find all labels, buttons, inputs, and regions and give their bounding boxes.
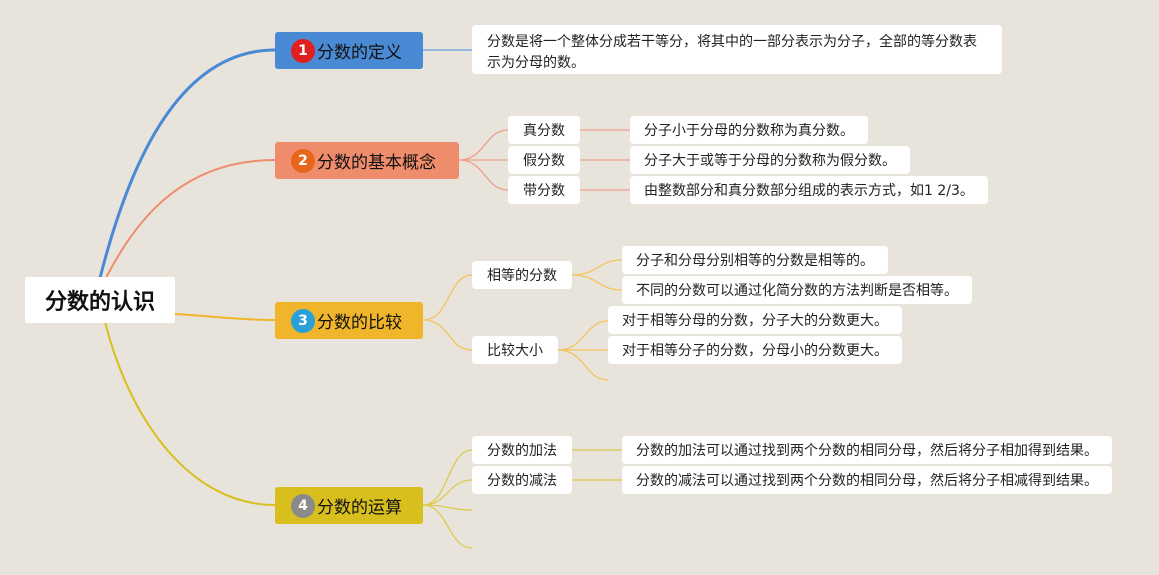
branch-comparison[interactable]: 3 分数的比较 xyxy=(275,302,423,339)
branch-label: 分数的基本概念 xyxy=(317,153,436,173)
edge-b2-c3 xyxy=(458,159,509,191)
edge-b3-c2-l1 xyxy=(557,320,609,351)
edge-b3-c1-l1 xyxy=(571,259,623,276)
sub-improper-fraction[interactable]: 假分数 xyxy=(508,146,580,174)
leaf-subtraction[interactable]: 分数的减法可以通过找到两个分数的相同分母，然后将分子相减得到结果。 xyxy=(622,466,1112,494)
branch-label: 分数的定义 xyxy=(317,43,402,63)
edge-root-b2 xyxy=(104,159,276,281)
edge-root-b4 xyxy=(104,321,276,506)
edge-b4-c4 xyxy=(422,504,473,549)
branch-label: 分数的比较 xyxy=(317,313,402,333)
edge-root-b1 xyxy=(98,48,276,279)
edge-b4-c2 xyxy=(422,479,473,506)
sub-proper-fraction[interactable]: 真分数 xyxy=(508,116,580,144)
sub-equal-fractions[interactable]: 相等的分数 xyxy=(472,261,572,289)
edge-b3-c2-l3 xyxy=(557,349,609,381)
branch-definition[interactable]: 1 分数的定义 xyxy=(275,32,423,69)
number-badge-2: 2 xyxy=(291,148,315,173)
number-badge-4: 4 xyxy=(291,493,315,518)
number-badge-3: 3 xyxy=(291,308,315,333)
branch-label: 分数的运算 xyxy=(317,498,402,518)
edge-b4-c1 xyxy=(422,449,473,506)
leaf-compare-1[interactable]: 对于相等分母的分数，分子大的分数更大。 xyxy=(608,306,902,334)
root-node[interactable]: 分数的认识 xyxy=(25,277,175,323)
edge-b3-c1 xyxy=(422,274,473,321)
branch-operations[interactable]: 4 分数的运算 xyxy=(275,487,423,524)
leaf-definition[interactable]: 分数是将一个整体分成若干等分，将其中的一部分表示为分子，全部的等分数表示为分母的… xyxy=(472,25,1002,74)
edge-root-b3 xyxy=(174,313,276,321)
leaf-proper-fraction[interactable]: 分子小于分母的分数称为真分数。 xyxy=(630,116,868,144)
sub-mixed-number[interactable]: 带分数 xyxy=(508,176,580,204)
leaf-improper-fraction[interactable]: 分子大于或等于分母的分数称为假分数。 xyxy=(630,146,910,174)
sub-addition[interactable]: 分数的加法 xyxy=(472,436,572,464)
leaf-addition[interactable]: 分数的加法可以通过找到两个分数的相同分母，然后将分子相加得到结果。 xyxy=(622,436,1112,464)
edge-b3-c1-l2 xyxy=(571,274,623,291)
sub-subtraction[interactable]: 分数的减法 xyxy=(472,466,572,494)
sub-compare-size[interactable]: 比较大小 xyxy=(472,336,558,364)
edge-b3-c2 xyxy=(422,319,473,351)
edge-b2-c1 xyxy=(458,129,509,161)
leaf-compare-2[interactable]: 对于相等分子的分数，分母小的分数更大。 xyxy=(608,336,902,364)
leaf-equal-1[interactable]: 分子和分母分别相等的分数是相等的。 xyxy=(622,246,888,274)
number-badge-1: 1 xyxy=(291,38,315,63)
leaf-equal-2[interactable]: 不同的分数可以通过化简分数的方法判断是否相等。 xyxy=(622,276,972,304)
branch-basic-concepts[interactable]: 2 分数的基本概念 xyxy=(275,142,459,179)
leaf-mixed-number[interactable]: 由整数部分和真分数部分组成的表示方式，如1 2/3。 xyxy=(630,176,988,204)
